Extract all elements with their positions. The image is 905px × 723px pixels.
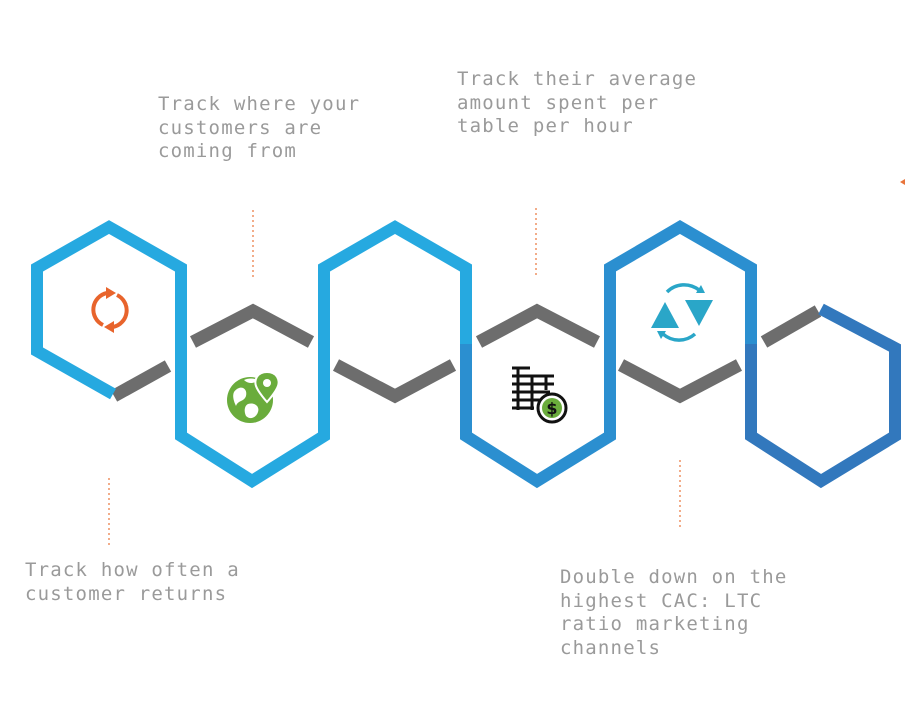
hexagons: [31, 220, 901, 489]
step-4-label: Track their average amount spent per tab…: [457, 68, 698, 137]
connector-6: [760, 305, 822, 348]
hexagon-step-6: [745, 303, 901, 489]
step-2-label: Track where your customers are coming fr…: [158, 93, 361, 162]
connectors: [110, 303, 822, 404]
ledger-dollar-icon: $: [512, 366, 568, 424]
exchange-triangles-icon: [651, 283, 713, 342]
connector-1: [110, 360, 172, 402]
hexagon-step-2: [175, 344, 330, 489]
connector-3: [332, 359, 457, 404]
connector-4: [475, 303, 600, 348]
hexagon-step-1: [31, 220, 187, 400]
step-6-label: Double down on the highest CAC: LTC rati…: [560, 566, 788, 659]
arrow-marker: [900, 179, 905, 185]
connector-2: [190, 303, 315, 348]
globe-location-pin-icon: [227, 370, 280, 423]
refresh-cycle-icon: [91, 287, 129, 333]
hexagon-step-5: [604, 220, 757, 344]
step-1-label: Track how often a customer returns: [25, 559, 240, 605]
hexagon-step-3: [318, 220, 472, 344]
connector-5: [617, 359, 743, 404]
leader-lines: [108, 208, 681, 546]
hexagon-step-4: [460, 344, 616, 489]
svg-text:$: $: [546, 399, 557, 418]
